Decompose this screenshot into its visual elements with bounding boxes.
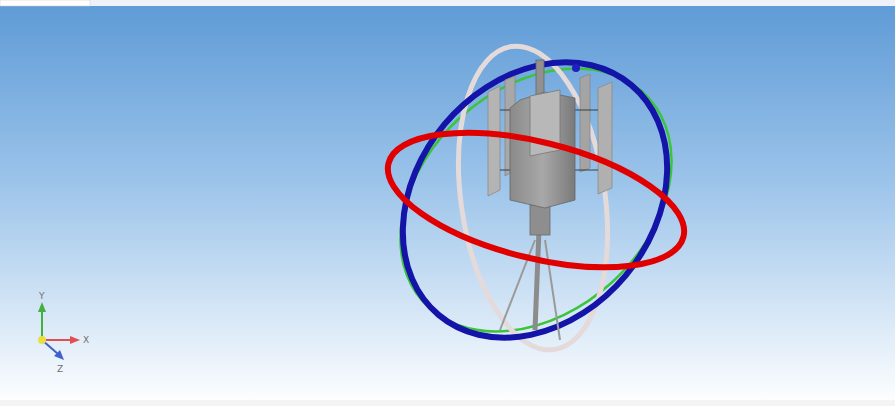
device (488, 60, 612, 340)
toolbar-strip (0, 0, 895, 6)
red-ring (374, 107, 697, 293)
ring-joint (572, 64, 580, 72)
green-ring (348, 15, 724, 385)
axis-label: X (83, 335, 89, 345)
blue-ring (348, 9, 722, 391)
axis-label: Y (39, 291, 45, 301)
axis-triad (38, 302, 80, 360)
tab (0, 0, 90, 6)
axis-label: Z (57, 364, 63, 374)
white-ring (440, 36, 625, 359)
status-strip (0, 400, 895, 406)
